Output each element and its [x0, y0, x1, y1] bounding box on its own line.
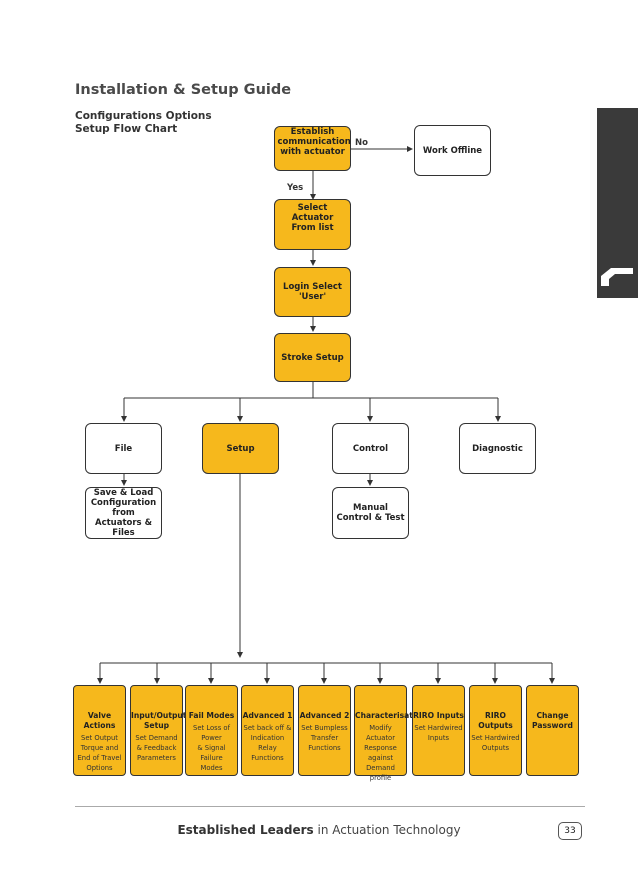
- control-label: Control: [352, 443, 389, 454]
- category-title: RIRO Inputs: [413, 711, 464, 720]
- file-box: File: [85, 423, 162, 474]
- subtitle-line-1: Configurations Options: [75, 110, 212, 122]
- no-label: No: [355, 138, 368, 148]
- footer-rest: in Actuation Technology: [313, 823, 461, 837]
- category-characterisation: Characterisation Modify Actuator Respons…: [354, 685, 427, 782]
- category-title: Advanced 2: [299, 711, 350, 720]
- category-change-password: Change Password: [526, 685, 579, 776]
- category-description: Set Loss of Power & Signal Failure Modes: [193, 724, 230, 772]
- work-offline-box: Work Offline: [414, 125, 491, 176]
- category-advanced-2: Advanced 2 Set Bumpless Transfer Functio…: [298, 685, 351, 776]
- establish-communication-box: Establish communication with actuator: [274, 126, 351, 171]
- stroke-setup-label: Stroke Setup: [281, 352, 344, 363]
- control-box: Control: [332, 423, 409, 474]
- stroke-setup-box: Stroke Setup: [274, 333, 351, 382]
- page-title: Installation & Setup Guide: [75, 82, 292, 98]
- select-actuator-label: Select Actuator From list: [291, 202, 334, 233]
- category-title: Characterisation: [355, 711, 427, 720]
- page-number: 33: [558, 822, 582, 840]
- side-tab: [597, 108, 638, 298]
- category-valve-actions: Valve Actions Set Output Torque and End …: [73, 685, 126, 776]
- category-description: Set Demand & Feedback Parameters: [135, 734, 178, 762]
- setup-box: Setup: [202, 423, 279, 474]
- login-box: Login Select 'User': [274, 267, 351, 317]
- login-label: Login Select 'User': [283, 282, 342, 302]
- manual-control-box: Manual Control & Test: [332, 487, 409, 539]
- category-riro-outputs: RIRO Outputs Set Hardwired Outputs: [469, 685, 522, 776]
- save-load-box: Save & Load Configuration from Actuators…: [85, 487, 162, 539]
- select-actuator-box: Select Actuator From list: [274, 199, 351, 250]
- file-label: File: [114, 443, 133, 454]
- yes-label: Yes: [287, 183, 304, 193]
- category-title: Fail Modes: [188, 711, 235, 720]
- category-title: RIRO Outputs: [478, 711, 513, 730]
- category-description: Set Hardwired Inputs: [414, 724, 463, 742]
- subtitle-line-2: Setup Flow Chart: [75, 123, 178, 135]
- logo-icon: [601, 268, 633, 286]
- save-load-label: Save & Load Configuration from Actuators…: [90, 488, 157, 538]
- setup-label: Setup: [226, 443, 255, 454]
- establish-communication-label: Establish communication with actuator: [277, 126, 351, 157]
- section-subtitle: Configurations Options Setup Flow Chart: [75, 110, 212, 136]
- category-description: Set Output Torque and End of Travel Opti…: [77, 734, 122, 772]
- category-description: Modify Actuator Response against Demand …: [364, 724, 397, 782]
- manual-control-label: Manual Control & Test: [336, 503, 405, 523]
- category-title: Input/Output Setup: [131, 711, 187, 730]
- footer-brand: Established Leaders: [177, 823, 314, 837]
- footer-tagline: Established Leaders in Actuation Technol…: [0, 823, 638, 837]
- category-input-output-setup: Input/Output Setup Set Demand & Feedback…: [130, 685, 187, 776]
- category-description: Set back off & Indication Relay Function…: [243, 724, 292, 762]
- diagnostic-box: Diagnostic: [459, 423, 536, 474]
- category-riro-inputs: RIRO Inputs Set Hardwired Inputs: [412, 685, 465, 776]
- category-description: Set Hardwired Outputs: [471, 734, 520, 752]
- diagnostic-label: Diagnostic: [472, 443, 523, 454]
- category-title: Change Password: [532, 711, 573, 730]
- category-fail-modes: Fail Modes Set Loss of Power & Signal Fa…: [185, 685, 238, 776]
- category-advanced-1: Advanced 1 Set back off & Indication Rel…: [241, 685, 294, 776]
- category-title: Advanced 1: [242, 711, 293, 720]
- footer-divider: [75, 806, 585, 807]
- work-offline-label: Work Offline: [422, 145, 483, 156]
- category-title: Valve Actions: [83, 711, 116, 730]
- category-description: Set Bumpless Transfer Functions: [301, 724, 348, 752]
